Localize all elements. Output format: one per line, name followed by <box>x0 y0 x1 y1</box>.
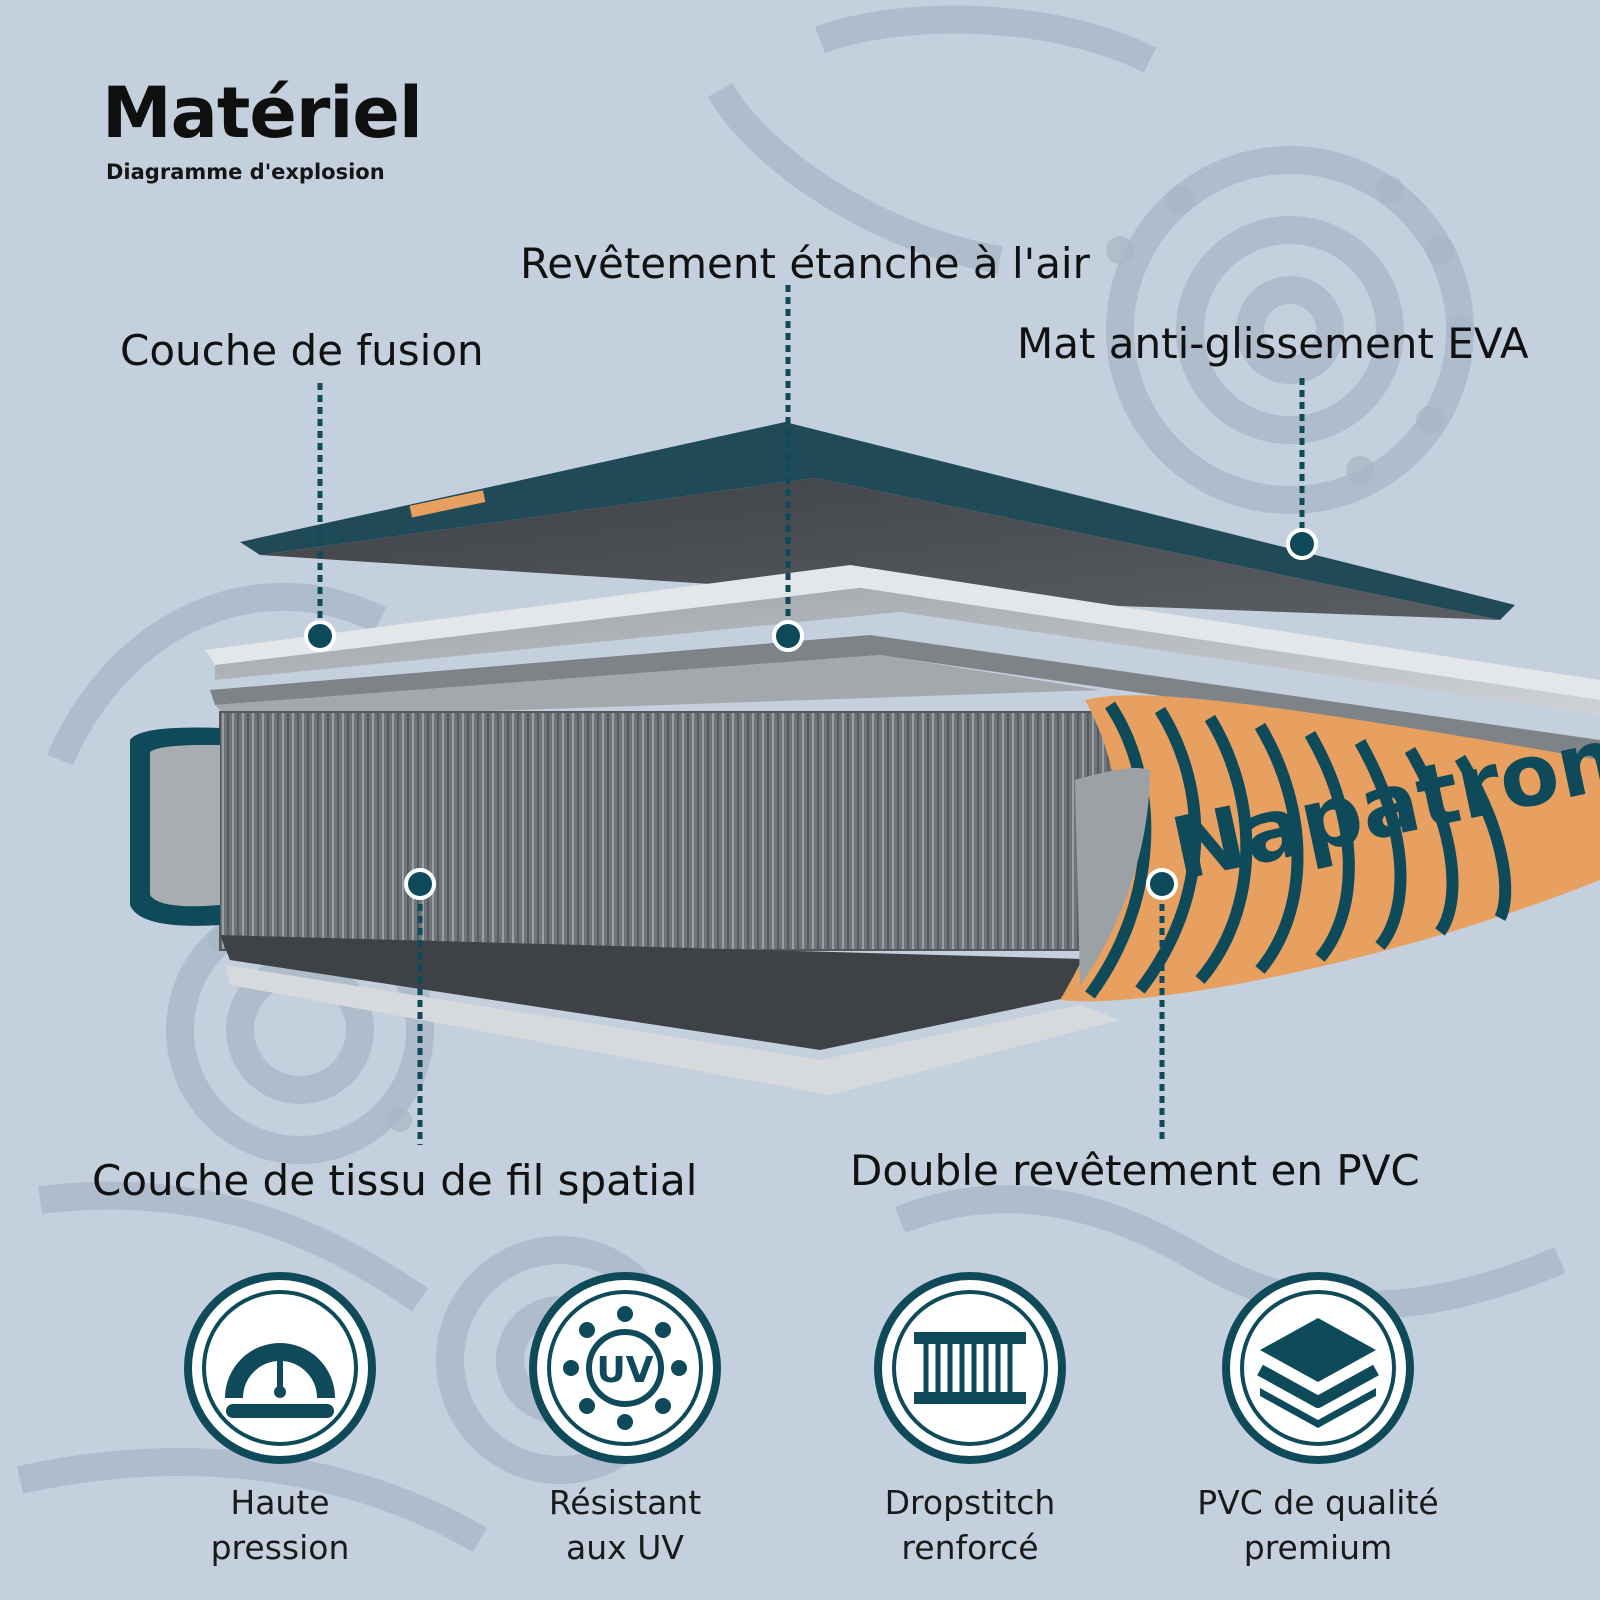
airtight-marker <box>772 620 804 652</box>
callout-airtight-coating: Revêtement étanche à l'air <box>520 239 1090 288</box>
layers-icon <box>1222 1272 1414 1464</box>
callout-eva-mat: Mat anti-glissement EVA <box>1017 319 1529 368</box>
orange-shell-layer: Napatron <box>1060 695 1600 1002</box>
fusion-marker <box>304 620 336 652</box>
feature-high-pressure: Haute pression <box>130 1270 430 1570</box>
feature-label-line1: Résistant <box>548 1483 702 1522</box>
callout-space-yarn: Couche de tissu de fil spatial <box>92 1156 698 1205</box>
bottom-layers <box>220 935 1120 1095</box>
feature-premium-pvc: PVC de qualité premium <box>1168 1270 1468 1570</box>
feature-uv-resistant: UV Résistant aux UV <box>475 1270 775 1570</box>
feature-dropstitch: Dropstitch renforcé <box>820 1270 1120 1570</box>
callout-fusion-layer: Couche de fusion <box>120 326 484 375</box>
feature-label-line2: renforcé <box>901 1528 1039 1567</box>
double-pvc-marker <box>1146 868 1178 900</box>
uv-sun-icon: UV <box>529 1272 721 1464</box>
dropstitch-core-layer <box>219 711 1121 951</box>
feature-label-line2: premium <box>1243 1528 1393 1567</box>
feature-label-line1: Haute <box>230 1483 330 1522</box>
feature-label-line2: pression <box>210 1528 350 1567</box>
callout-double-pvc: Double revêtement en PVC <box>850 1146 1420 1195</box>
svg-text:UV: UV <box>596 1350 653 1391</box>
pressure-gauge-icon <box>184 1272 376 1464</box>
feature-label-line1: PVC de qualité <box>1197 1483 1439 1522</box>
page-subtitle: Diagramme d'explosion <box>106 160 385 184</box>
airtight-coating-layer <box>210 635 1600 760</box>
page-title: Matériel <box>102 72 423 154</box>
side-rail <box>130 727 220 926</box>
feature-label-line1: Dropstitch <box>884 1483 1056 1522</box>
eva-marker <box>1286 528 1318 560</box>
space-yarn-marker <box>404 868 436 900</box>
dropstitch-icon <box>874 1272 1066 1464</box>
feature-label-line2: aux UV <box>566 1528 684 1567</box>
eva-mat-layer <box>240 422 1515 620</box>
fusion-layer <box>205 565 1600 715</box>
